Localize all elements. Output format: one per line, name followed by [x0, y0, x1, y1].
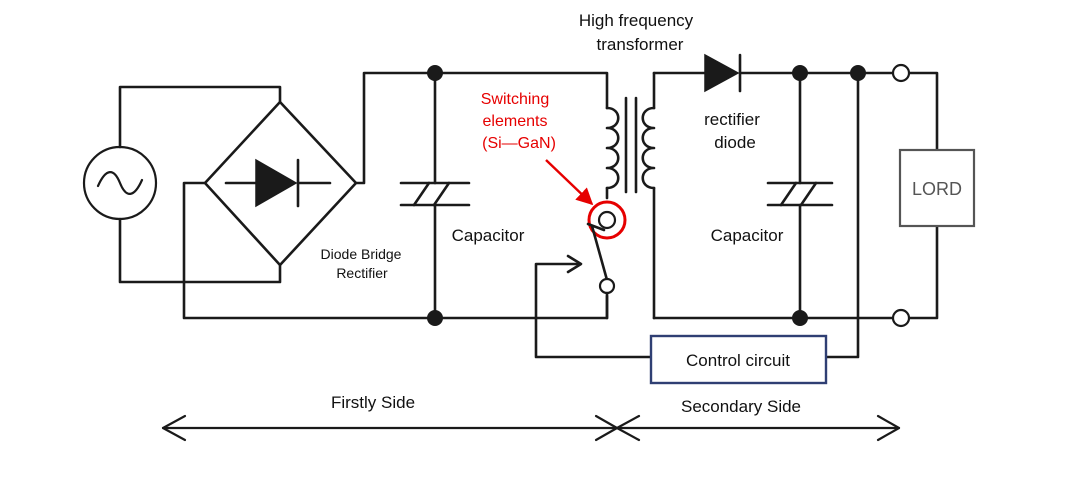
- capacitor-primary-label: Capacitor: [452, 226, 525, 245]
- transformer-secondary-winding: [641, 71, 656, 320]
- transformer-label-line2: transformer: [597, 35, 684, 54]
- secondary-side-label: Secondary Side: [681, 397, 801, 416]
- load-label: LORD: [912, 179, 962, 199]
- bridge-label-line2: Rectifier: [336, 265, 388, 281]
- output-terminal: [891, 63, 911, 83]
- transformer-label-line1: High frequency: [579, 11, 694, 30]
- control-feedback-wire: [534, 254, 653, 359]
- rectifier-diode-label-line1: rectifier: [704, 110, 760, 129]
- switching-element: [586, 200, 627, 320]
- switch-highlight-ring: [587, 200, 627, 240]
- capacitor-secondary-symbol: [766, 71, 834, 320]
- node-dot: [850, 65, 866, 81]
- control-circuit-label: Control circuit: [686, 351, 790, 370]
- switching-label-line1: Switching: [481, 91, 549, 108]
- primary-side-label: Firstly Side: [331, 393, 415, 412]
- transformer-core: [624, 96, 638, 194]
- diode-bridge: [203, 100, 358, 267]
- rectifier-diode-symbol: [704, 53, 740, 93]
- annotation-arrow: [545, 159, 594, 206]
- control-circuit-box: [649, 334, 828, 385]
- capacitor-primary-symbol: [399, 71, 471, 320]
- capacitor-secondary-label: Capacitor: [711, 226, 784, 245]
- output-terminal: [891, 308, 911, 328]
- load-box: [898, 148, 976, 228]
- switching-label-line2: elements: [483, 113, 548, 130]
- transformer-primary-winding: [605, 106, 620, 200]
- rectifier-diode-label-line2: diode: [714, 133, 756, 152]
- switching-label-line3: (Si—GaN): [482, 135, 556, 152]
- side-indicator-arrows: [161, 414, 901, 442]
- ac-source: [82, 85, 282, 284]
- secondary-wires: [652, 53, 939, 359]
- bridge-label-line1: Diode Bridge: [321, 246, 402, 262]
